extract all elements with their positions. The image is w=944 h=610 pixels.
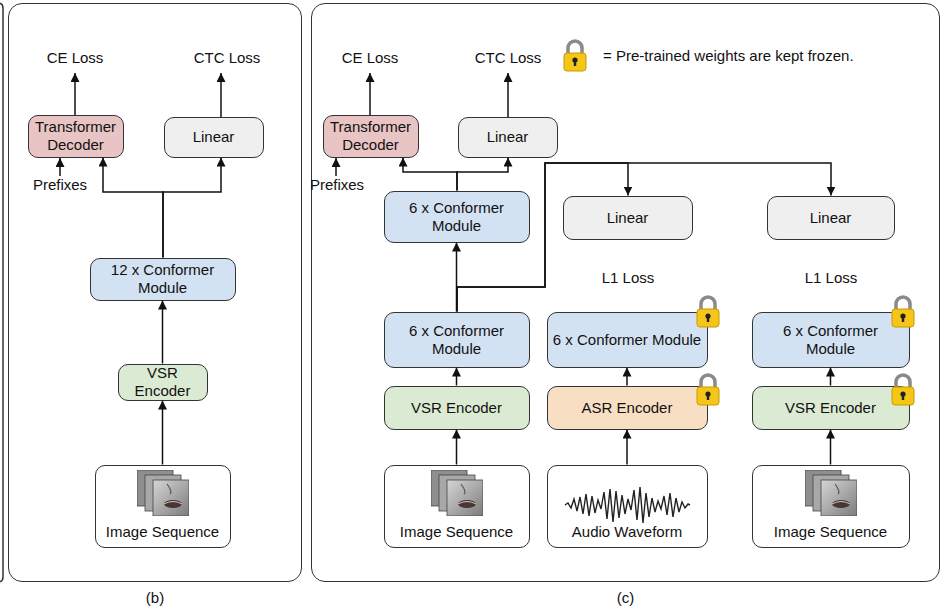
- node-text: 6 x Conformer Module: [385, 199, 529, 235]
- loss-label: CE Loss: [15, 49, 135, 67]
- linear-box: Linear: [767, 196, 895, 240]
- node-text: Image Sequence: [770, 523, 891, 541]
- panel-caption: (c): [312, 589, 939, 607]
- loss-label: L1 Loss: [771, 269, 891, 287]
- decoder-box: Transformer Decoder: [323, 115, 419, 158]
- input-box: Image Sequence: [95, 465, 231, 548]
- legend-text: = Pre-trained weights are kept frozen.: [603, 47, 854, 65]
- node-text: Transformer Decoder: [29, 118, 123, 154]
- node-text: 12 x Conformer Module: [91, 261, 235, 297]
- node-text: 6 x Conformer Module: [753, 322, 909, 358]
- node-text: ASR Encoder: [578, 399, 677, 417]
- node-text: 6 x Conformer Module: [385, 322, 529, 358]
- node-text: Audio Waveform: [568, 523, 686, 541]
- conformer-box: 6 x Conformer Module: [384, 312, 530, 368]
- node-text: Linear: [806, 209, 856, 227]
- node-text: Transformer Decoder: [324, 118, 418, 154]
- node-text: Linear: [189, 128, 239, 146]
- input-box: Image Sequence: [384, 465, 530, 548]
- conformer-box: 6 x Conformer Module: [547, 312, 708, 368]
- node-text: VSR Encoder: [407, 399, 506, 417]
- panel-frame: (b)Transformer DecoderLinear12 x Conform…: [8, 3, 302, 582]
- conformer-box: 12 x Conformer Module: [90, 258, 236, 301]
- encoder-box: VSR Encoder: [118, 364, 208, 401]
- node-text: VSR Encoder: [119, 364, 207, 400]
- encoder-box: VSR Encoder: [752, 386, 910, 430]
- node-text: Linear: [603, 209, 653, 227]
- node-text: 6 x Conformer Module: [549, 331, 705, 349]
- loss-label: L1 Loss: [568, 269, 688, 287]
- loss-label: CTC Loss: [167, 49, 287, 67]
- linear-box: Linear: [563, 196, 693, 240]
- loss-label: Prefixes: [277, 176, 397, 194]
- decoder-box: Transformer Decoder: [28, 115, 124, 158]
- encoder-box: ASR Encoder: [547, 386, 708, 430]
- panel-caption: (b): [9, 589, 301, 607]
- loss-label: Prefixes: [0, 176, 120, 194]
- input-box: Audio Waveform: [547, 465, 708, 548]
- loss-label: CTC Loss: [448, 49, 568, 67]
- input-box: Image Sequence: [752, 465, 910, 548]
- loss-label: CE Loss: [310, 49, 430, 67]
- panel-frame: (c)Transformer DecoderLinear6 x Conforme…: [311, 3, 940, 582]
- linear-box: Linear: [164, 117, 264, 158]
- node-text: VSR Encoder: [781, 399, 880, 417]
- conformer-box: 6 x Conformer Module: [384, 191, 530, 243]
- linear-box: Linear: [458, 117, 558, 158]
- neighbour-panel-edge: [0, 3, 3, 582]
- node-text: Image Sequence: [396, 523, 517, 541]
- encoder-box: VSR Encoder: [384, 386, 530, 430]
- conformer-box: 6 x Conformer Module: [752, 312, 910, 368]
- node-text: Linear: [483, 128, 533, 146]
- node-text: Image Sequence: [102, 523, 223, 541]
